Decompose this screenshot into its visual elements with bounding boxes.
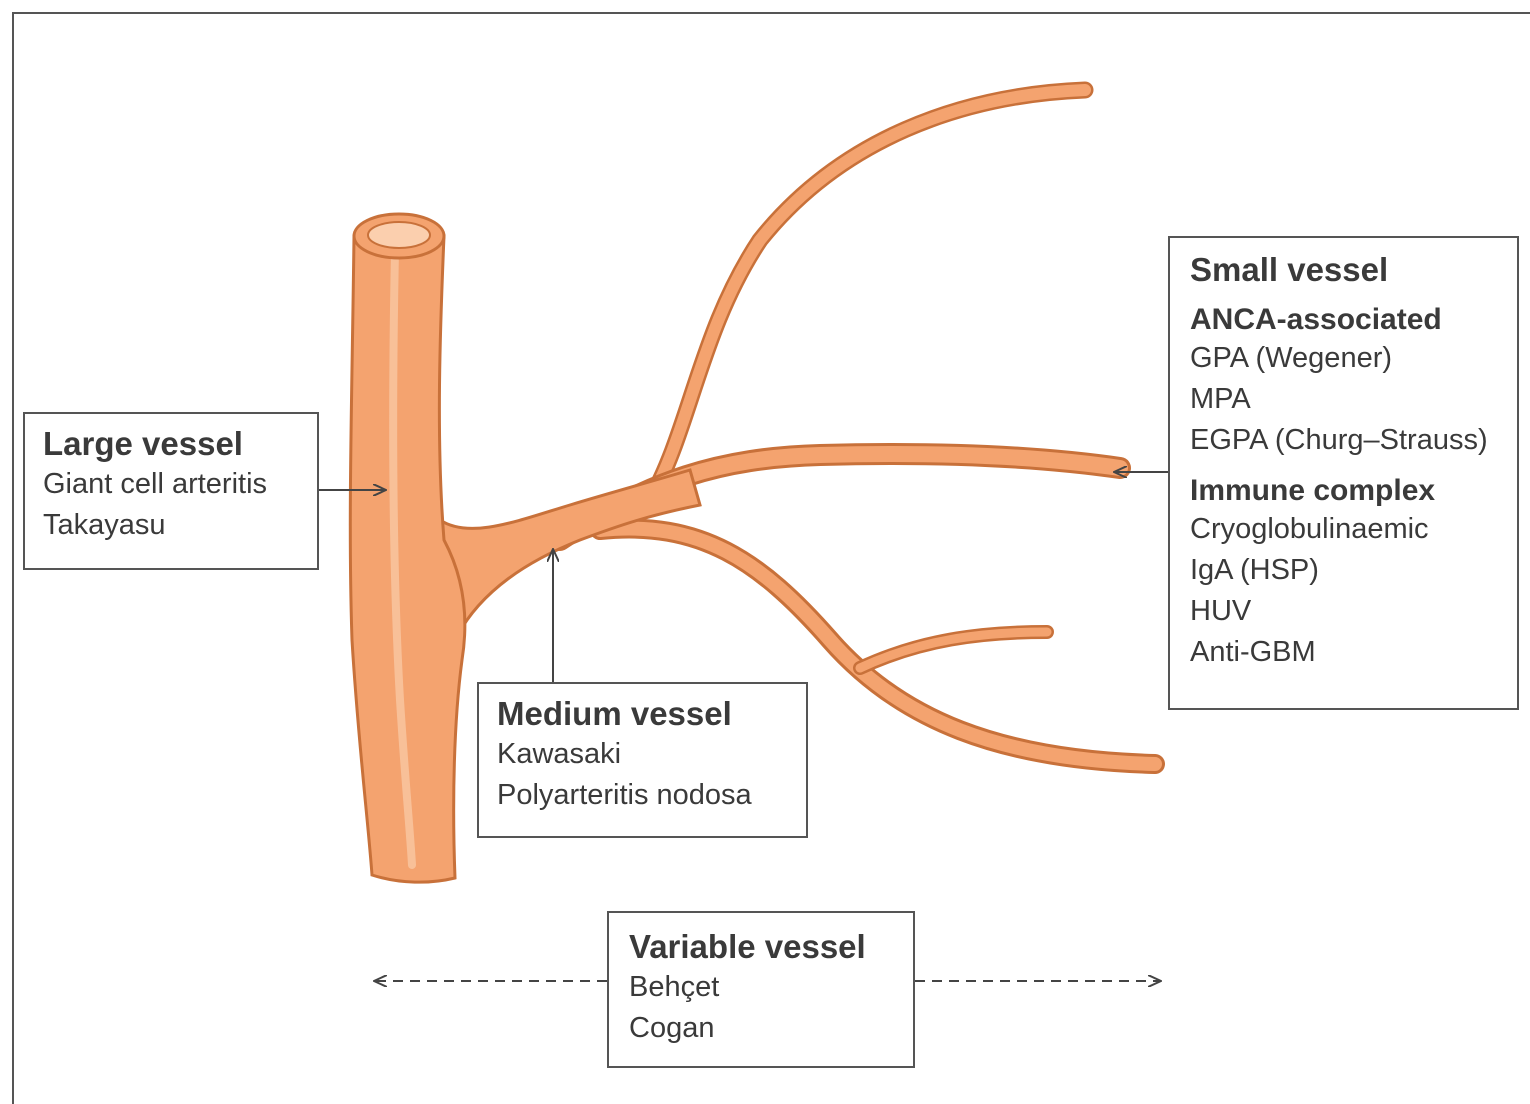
immune-complex-item: IgA (HSP)	[1190, 550, 1517, 591]
large-vessel-item: Takayasu	[43, 505, 317, 546]
variable-vessel-title: Variable vessel	[629, 927, 913, 967]
immune-complex-item: Cryoglobulinaemic	[1190, 509, 1517, 550]
anca-item: MPA	[1190, 379, 1517, 420]
medium-vessel-item: Kawasaki	[497, 734, 806, 775]
medium-vessel-item: Polyarteritis nodosa	[497, 775, 806, 816]
small-vessel-title: Small vessel	[1190, 250, 1517, 290]
variable-vessel-box: Variable vessel Behçet Cogan	[607, 911, 915, 1068]
large-vessel-item: Giant cell arteritis	[43, 464, 317, 505]
medium-vessel-shape	[440, 470, 700, 640]
immune-complex-group-title: Immune complex	[1190, 473, 1517, 509]
variable-vessel-item: Behçet	[629, 967, 913, 1008]
anca-group-title: ANCA-associated	[1190, 302, 1517, 338]
small-vessel-box: Small vessel ANCA-associated GPA (Wegene…	[1168, 236, 1519, 710]
medium-vessel-box: Medium vessel Kawasaki Polyarteritis nod…	[477, 682, 808, 838]
anca-item: GPA (Wegener)	[1190, 338, 1517, 379]
anca-item: EGPA (Churg–Strauss)	[1190, 420, 1517, 461]
immune-complex-item: HUV	[1190, 591, 1517, 632]
medium-vessel-title: Medium vessel	[497, 694, 806, 734]
variable-vessel-item: Cogan	[629, 1008, 913, 1049]
large-vessel-title: Large vessel	[43, 424, 317, 464]
large-vessel-box: Large vessel Giant cell arteritis Takaya…	[23, 412, 319, 570]
immune-complex-item: Anti-GBM	[1190, 632, 1517, 673]
